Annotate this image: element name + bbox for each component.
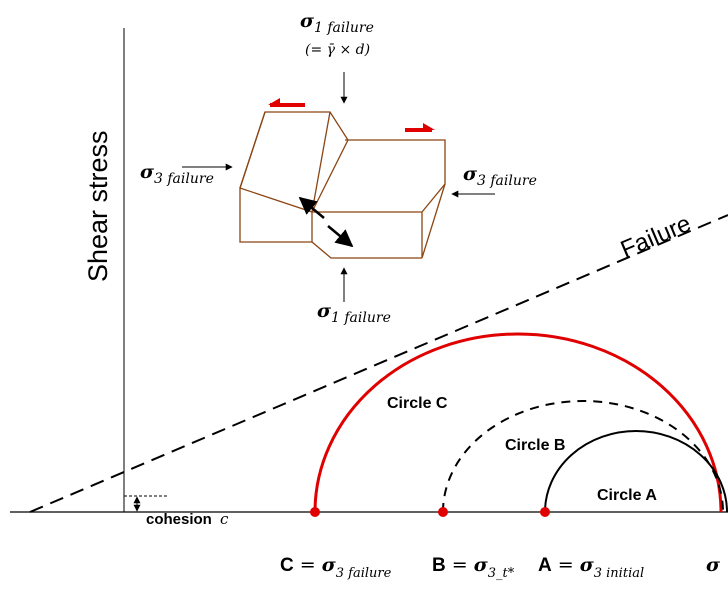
shear-arrow-top-right-head [423,123,435,130]
shear-arrow-top-left-head [268,98,280,105]
point-a [540,507,550,517]
sigma1-top-label: σ1 failure [300,10,374,36]
shear-arrow-plane-1 [298,196,325,219]
circle-b-label: Circle B [505,437,565,454]
failure-envelope [29,214,728,513]
circle-c [313,332,723,513]
cohesion-label: cohesion c [146,510,229,528]
sigma3-right-label: σ3 failure [463,163,537,189]
point-a-label: A = σ3 initial [538,554,644,581]
sigma1-top-note: (= γ̄ × d) [305,42,370,58]
y-axis-label: Shear stress [83,130,113,282]
circle-a-label: Circle A [597,487,657,504]
point-c [310,507,320,517]
circle-c-label: Circle C [387,395,448,412]
sigma1-bottom-label: σ1 failure [317,300,391,326]
point-b-label: B = σ3_t* [432,554,515,581]
circle-b [442,400,724,513]
failure-envelope-label: Failure [617,210,695,264]
shear-arrow-plane-2 [327,225,354,248]
point-b [438,507,448,517]
point-c-label: C = σ3 failure [280,554,392,581]
x-axis-label: σ [706,554,721,576]
soil-element [239,111,446,259]
circle-a [544,430,728,513]
sigma3-left-label: σ3 failure [140,161,214,187]
